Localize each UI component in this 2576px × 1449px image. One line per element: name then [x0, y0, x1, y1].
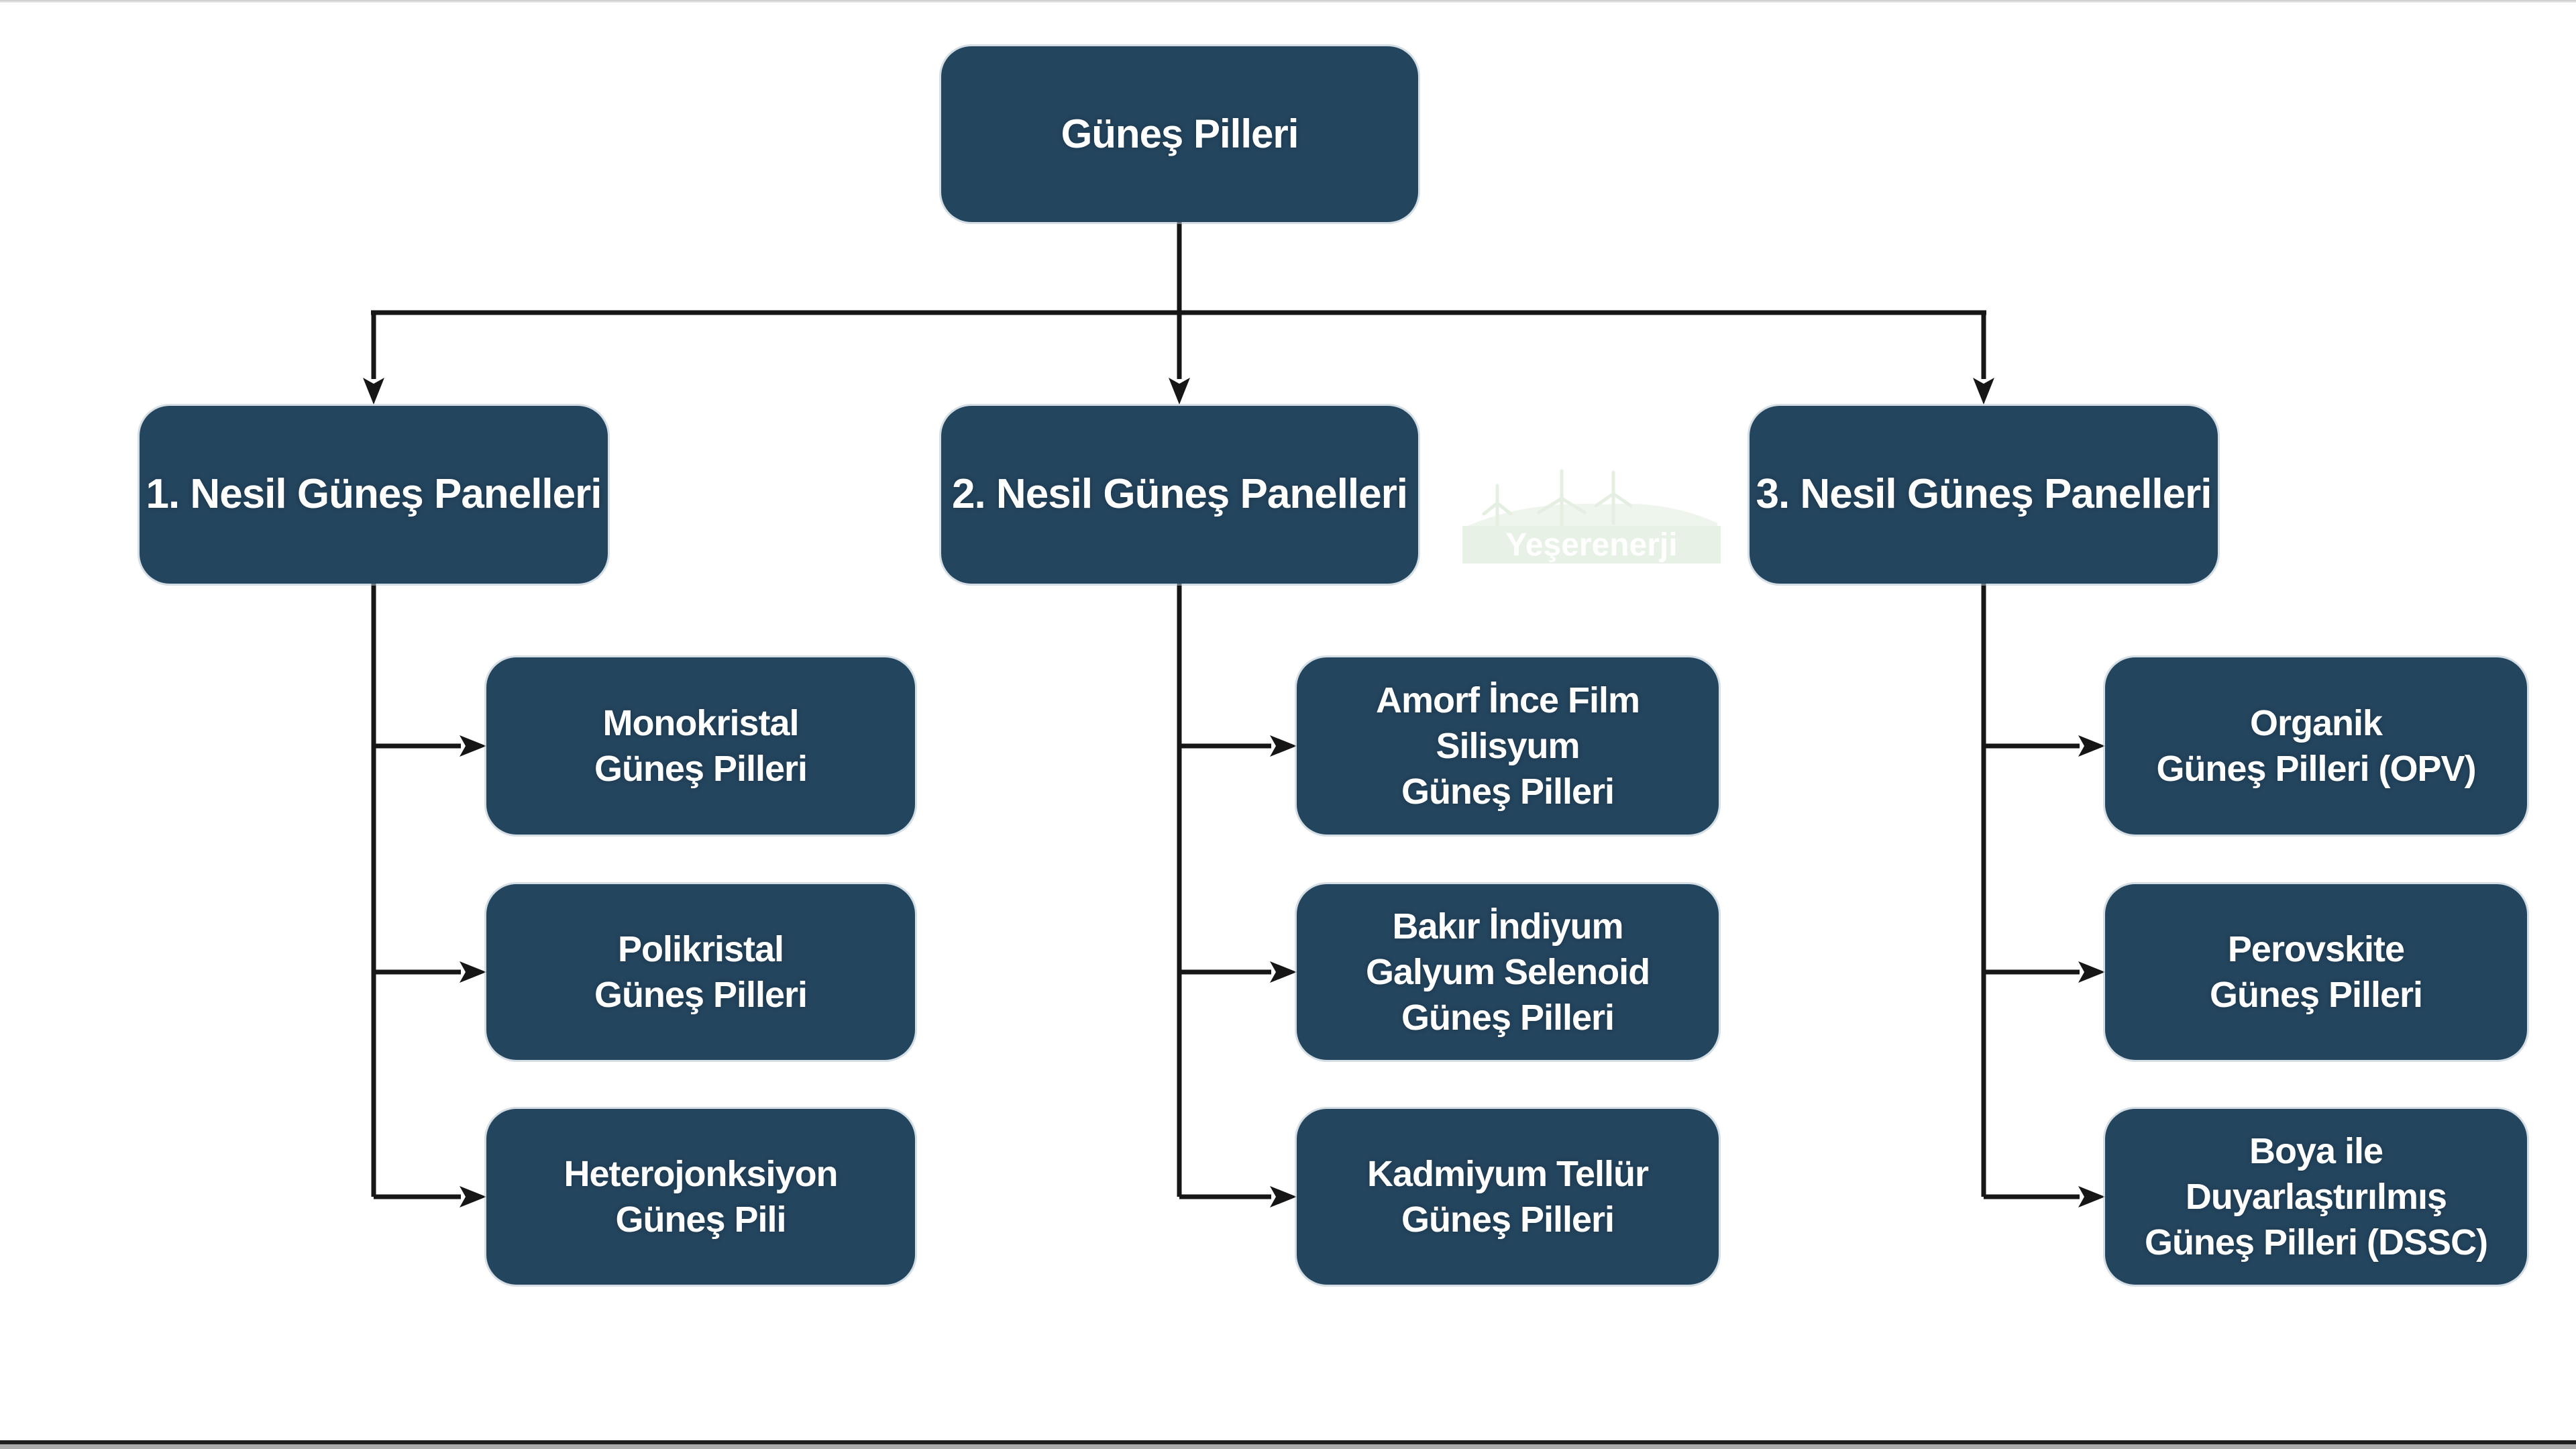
node-heterojonksiyon: Heterojonksiyon Güneş Pili [486, 1109, 915, 1285]
node-generation-3-label: 3. Nesil Güneş Panelleri [1756, 471, 2212, 518]
node-polikristal-label: Polikristal Güneş Pilleri [594, 928, 808, 1015]
node-monokristal: Monokristal Güneş Pilleri [486, 657, 915, 835]
node-boya-dssc-label: Boya ile Duyarlaştırılmış Güneş Pilleri … [2144, 1130, 2488, 1263]
node-polikristal: Polikristal Güneş Pilleri [486, 884, 915, 1060]
node-organik-opv: Organik Güneş Pilleri (OPV) [2105, 657, 2527, 835]
node-boya-dssc: Boya ile Duyarlaştırılmış Güneş Pilleri … [2105, 1109, 2527, 1285]
node-perovskite-label: Perovskite Güneş Pilleri [2209, 928, 2423, 1015]
node-amorf-ince-film: Amorf İnce Film Silisyum Güneş Pilleri [1297, 657, 1719, 835]
node-organik-opv-label: Organik Güneş Pilleri (OPV) [2156, 702, 2476, 789]
page-bottom-margin [0, 1444, 2576, 1449]
node-generation-3: 3. Nesil Güneş Panelleri [1750, 406, 2218, 584]
node-kadmiyum-tellur: Kadmiyum Tellür Güneş Pilleri [1297, 1109, 1719, 1285]
node-generation-2: 2. Nesil Güneş Panelleri [941, 406, 1418, 584]
node-heterojonksiyon-label: Heterojonksiyon Güneş Pili [564, 1153, 838, 1240]
node-generation-2-label: 2. Nesil Güneş Panelleri [952, 471, 1408, 518]
node-perovskite: Perovskite Güneş Pilleri [2105, 884, 2527, 1060]
node-bakir-indiyum-label: Bakır İndiyum Galyum Selenoid Güneş Pill… [1365, 906, 1650, 1038]
node-bakir-indiyum: Bakır İndiyum Galyum Selenoid Güneş Pill… [1297, 884, 1719, 1060]
node-generation-1-label: 1. Nesil Güneş Panelleri [146, 471, 602, 518]
node-root-label: Güneş Pilleri [1061, 111, 1299, 156]
node-kadmiyum-tellur-label: Kadmiyum Tellür Güneş Pilleri [1366, 1153, 1649, 1240]
page-top-border [0, 0, 2576, 3]
node-generation-1: 1. Nesil Güneş Panelleri [140, 406, 608, 584]
node-amorf-ince-film-label: Amorf İnce Film Silisyum Güneş Pilleri [1375, 680, 1640, 812]
node-root: Güneş Pilleri [941, 46, 1418, 222]
node-monokristal-label: Monokristal Güneş Pilleri [594, 702, 808, 789]
page-bottom-rule [0, 1440, 2576, 1444]
